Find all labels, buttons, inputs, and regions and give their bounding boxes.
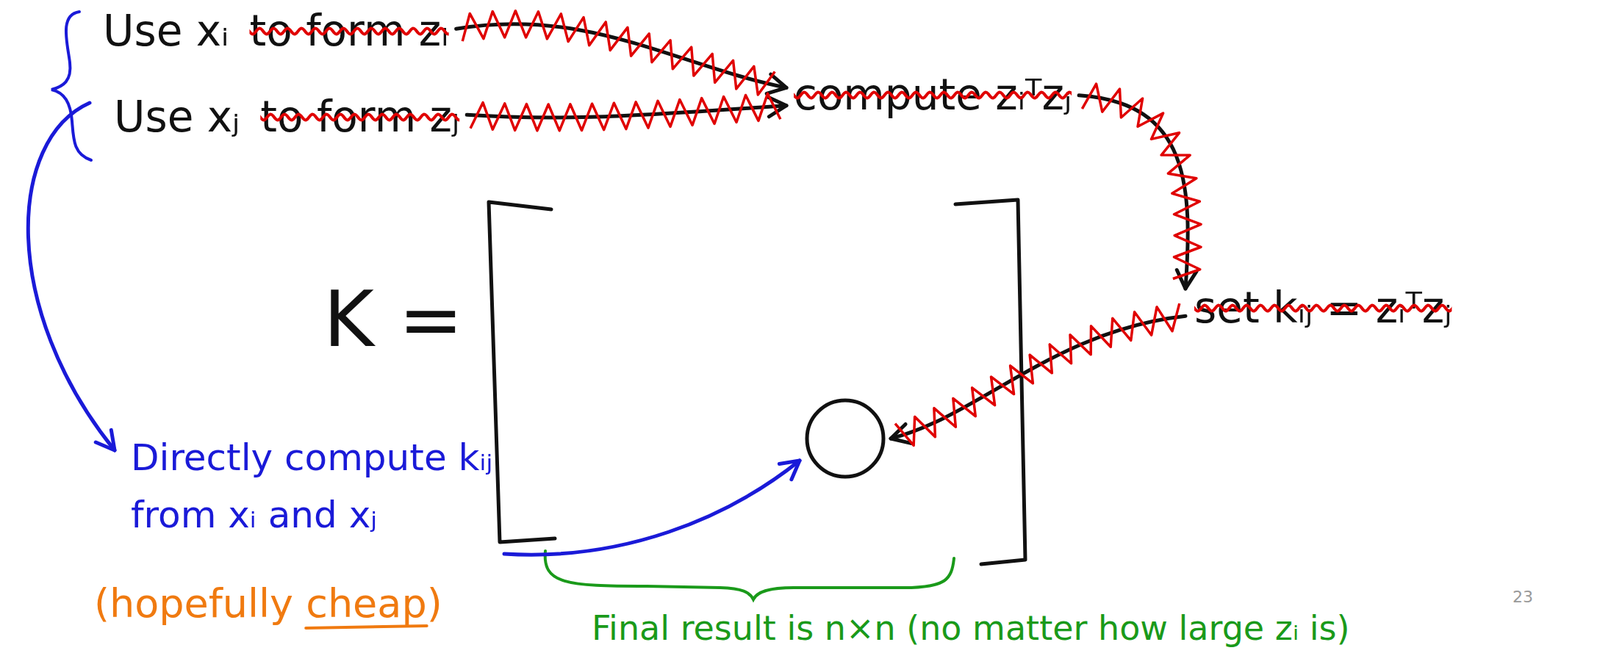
green-brace bbox=[545, 551, 954, 600]
blue-arrow bbox=[27, 102, 115, 451]
red-scribble bbox=[895, 303, 1180, 446]
blue-note: Directly compute kᵢⱼ from xᵢ and xⱼ bbox=[130, 429, 499, 544]
page-number: 23 bbox=[1512, 587, 1534, 608]
crossed-step-text: to form zⱼ bbox=[260, 91, 460, 144]
crossed-step-text: set kᵢⱼ = zᵢᵀzⱼ bbox=[1194, 282, 1452, 335]
arrowhead bbox=[95, 429, 115, 451]
arrowhead bbox=[779, 460, 800, 480]
blue-brace bbox=[51, 11, 92, 161]
matrix-entry-circle bbox=[806, 400, 884, 477]
red-scribble bbox=[470, 93, 781, 131]
matrix-name: K = bbox=[323, 273, 464, 367]
blue-arrow bbox=[504, 460, 800, 555]
orange-note: (hopefully cheap) bbox=[94, 580, 443, 629]
step-text: Use xⱼ bbox=[113, 91, 240, 144]
matrix-left-bracket bbox=[488, 202, 555, 543]
step-text: Use xᵢ bbox=[102, 5, 229, 58]
crossed-step-text: to form zᵢ bbox=[249, 5, 449, 58]
matrix-right-bracket bbox=[955, 199, 1026, 565]
flow-arrow bbox=[1078, 95, 1188, 289]
red-scribble bbox=[1081, 83, 1201, 279]
red-scribble bbox=[462, 11, 775, 95]
crossed-step-text: compute zᵢᵀzⱼ bbox=[793, 69, 1072, 122]
green-note: Final result is n×n (no matter how large… bbox=[591, 608, 1350, 649]
